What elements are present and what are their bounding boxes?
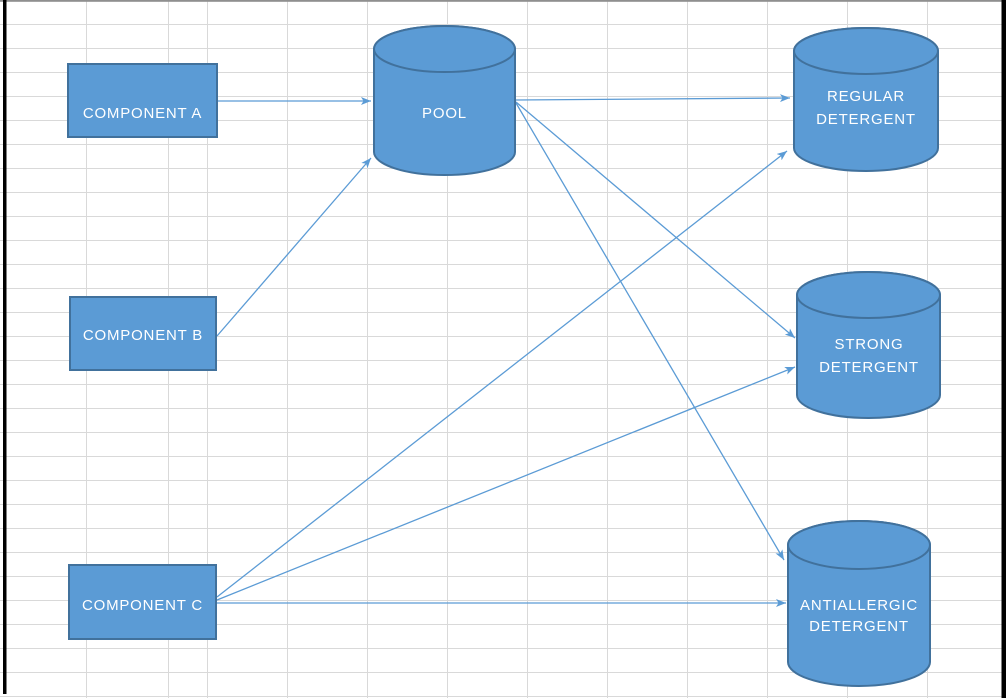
connector-component-b-pool[interactable] [216, 157, 372, 337]
connectors [216, 94, 796, 607]
component-b-shape[interactable] [69, 296, 217, 371]
regular-detergent-cylinder-lid [793, 27, 939, 75]
connector-component-c-regular-detergent[interactable] [216, 150, 788, 598]
pool-cylinder-lid [373, 25, 516, 73]
antiallergic-detergent-cylinder-lid [787, 520, 931, 570]
sheet-top-border [0, 0, 1006, 2]
strong-detergent-cylinder-lid [796, 271, 941, 319]
connector-component-c-strong-detergent[interactable] [216, 366, 796, 601]
component-a-shape[interactable] [67, 63, 218, 138]
strong-detergent-shape[interactable] [796, 271, 941, 419]
component-c-shape[interactable] [68, 564, 217, 640]
sheet-right-border [1001, 0, 1006, 698]
antiallergic-detergent-shape[interactable] [787, 520, 931, 687]
connector-pool-strong-detergent[interactable] [515, 101, 796, 339]
nodes [67, 25, 941, 687]
regular-detergent-shape[interactable] [793, 27, 939, 172]
connector-pool-antiallergic-detergent[interactable] [515, 102, 785, 561]
sheet-left-border [3, 0, 7, 694]
connector-pool-regular-detergent[interactable] [515, 94, 791, 103]
pool-shape[interactable] [373, 25, 516, 176]
